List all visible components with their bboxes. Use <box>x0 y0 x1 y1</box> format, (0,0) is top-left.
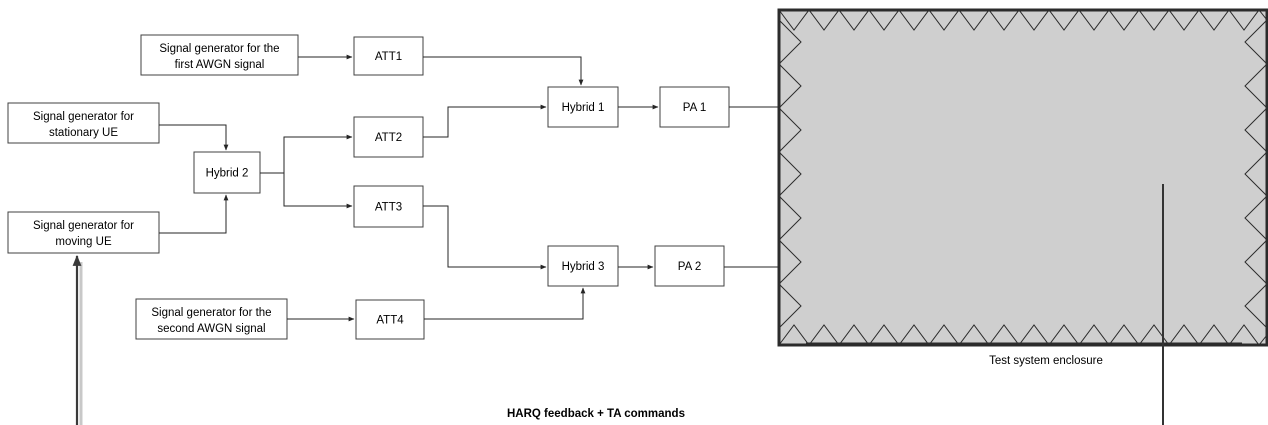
enclosure-left-absorber <box>778 19 802 329</box>
pa1-block: PA 1 <box>659 86 730 128</box>
wire-att1-to-hybrid1 <box>423 56 584 86</box>
pa2-label: PA 2 <box>678 261 701 273</box>
hybrid2-label: Hybrid 2 <box>206 168 249 180</box>
hybrid3-block: Hybrid 3 <box>547 245 619 287</box>
pa2-block: PA 2 <box>654 245 725 287</box>
wire-hybrid2-to-att2 <box>283 134 353 173</box>
hybrid1-block: Hybrid 1 <box>547 86 619 128</box>
hybrid2-block: Hybrid 2 <box>193 151 261 194</box>
signal-generator-awgn1-label-line2: first AWGN signal <box>175 59 265 71</box>
att3-label: ATT3 <box>375 202 402 214</box>
att4-label: ATT4 <box>376 315 404 327</box>
signal-generator-stationary-ue-label-line2: stationary UE <box>49 127 118 139</box>
att1-block: ATT1 <box>353 36 424 76</box>
att1-label: ATT1 <box>375 51 402 63</box>
enclosure-top-absorber <box>778 9 1268 31</box>
wire-hybrid2-to-att3 <box>283 173 353 209</box>
att2-block: ATT2 <box>353 116 424 158</box>
feedback-label: HARQ feedback + TA commands <box>507 408 685 420</box>
wire-sg-stationary-to-hybrid2 <box>159 124 229 151</box>
connections <box>159 54 779 322</box>
signal-generator-awgn2-block: Signal generator for the second AWGN sig… <box>135 298 288 340</box>
wire-att2-to-hybrid1 <box>423 104 547 138</box>
enclosure-label: Test system enclosure <box>989 355 1103 367</box>
signal-generator-moving-ue-label-line2: moving UE <box>55 236 112 248</box>
signal-generator-awgn1-label-line1: Signal generator for the <box>159 43 279 55</box>
enclosure-bottom-absorber <box>778 324 1268 346</box>
test-system-enclosure: Test system enclosure <box>777 8 1268 367</box>
pa1-label: PA 1 <box>683 102 706 114</box>
signal-generator-awgn2-label-line1: Signal generator for the <box>151 307 271 319</box>
signal-generator-moving-ue-block: Signal generator for moving UE <box>7 211 160 254</box>
att3-block: ATT3 <box>353 185 424 228</box>
att4-block: ATT4 <box>355 299 425 340</box>
wire-att3-to-hybrid3 <box>423 205 547 270</box>
wire-att4-to-hybrid3 <box>424 287 586 320</box>
feedback-path: HARQ feedback + TA commands <box>72 184 1164 425</box>
signal-generator-stationary-ue-label-line1: Signal generator for <box>33 111 134 123</box>
hybrid1-label: Hybrid 1 <box>562 102 605 114</box>
hybrid3-label: Hybrid 3 <box>562 261 605 273</box>
signal-generator-awgn1-block: Signal generator for the first AWGN sign… <box>140 34 299 76</box>
signal-generator-moving-ue-label-line1: Signal generator for <box>33 220 134 232</box>
enclosure-right-absorber <box>1244 19 1268 329</box>
wire-sg-moving-to-hybrid2 <box>159 194 229 234</box>
signal-generator-awgn2-label-line2: second AWGN signal <box>157 323 265 335</box>
signal-generator-stationary-ue-block: Signal generator for stationary UE <box>7 102 160 144</box>
att2-label: ATT2 <box>375 132 402 144</box>
